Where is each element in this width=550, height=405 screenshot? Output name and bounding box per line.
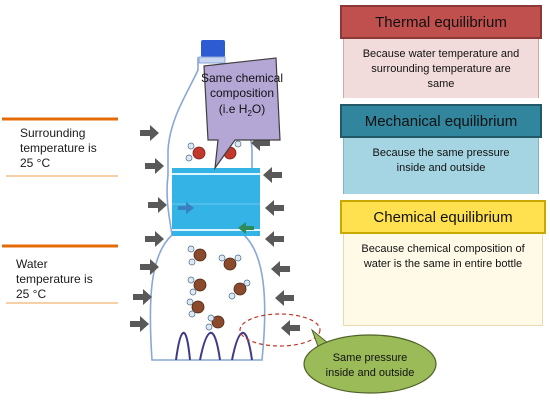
arrow-right <box>133 289 152 305</box>
composition-line-3: (i.e H2O) <box>219 102 265 118</box>
bottle-feet <box>175 332 253 361</box>
pressure-callout-line-2: inside and outside <box>326 367 415 379</box>
pressure-callout-line-1: Same pressure <box>333 352 408 364</box>
water-molecule <box>228 279 251 300</box>
bottle-cap <box>201 40 225 57</box>
surrounding-line-2: temperature is <box>20 141 97 155</box>
water-line-1: Water <box>16 257 48 271</box>
composition-line-1: Same chemical <box>201 71 283 85</box>
composition-line-3-suffix: O) <box>252 102 265 116</box>
surrounding-line-1: Surrounding <box>20 126 86 140</box>
left-pressure-arrows <box>130 125 167 332</box>
water-molecule <box>187 276 207 296</box>
chemical-title-text: Chemical equilibrium <box>373 208 513 226</box>
arrow-left <box>263 167 282 183</box>
thermal-equilibrium-title: Thermal equilibrium <box>340 5 542 39</box>
chemical-body-line-2: water is the same in entire bottle <box>363 258 523 270</box>
chemical-equilibrium-title: Chemical equilibrium <box>340 200 546 234</box>
arrow-right <box>140 125 159 141</box>
arrow-left <box>275 290 294 306</box>
mechanical-title-text: Mechanical equilibrium <box>364 112 518 130</box>
composition-callout-shape <box>203 57 281 171</box>
water-temperature-label: Water temperature is 25 °C <box>16 257 93 302</box>
water-line-2: temperature is <box>16 272 93 286</box>
arrow-right <box>148 197 167 213</box>
water-line-3: 25 °C <box>16 287 47 301</box>
mechanical-equilibrium-body: Because the same pressure inside and out… <box>343 138 539 194</box>
pressure-callout-shape <box>303 334 437 394</box>
inner-pressure-arrows <box>178 202 254 234</box>
arrow-inner-right <box>238 222 254 234</box>
thermal-body-line-2: surrounding temperature are <box>371 63 511 75</box>
thermal-equilibrium-body: Because water temperature and surroundin… <box>343 39 539 98</box>
thermal-body-line-3: same <box>427 78 455 90</box>
arrow-right <box>130 316 149 332</box>
right-pressure-arrows <box>251 135 300 336</box>
arrow-right <box>140 259 159 275</box>
arrow-right <box>145 231 164 247</box>
water-molecule <box>187 245 207 266</box>
composition-line-3-prefix: (i.e H <box>219 102 248 116</box>
water-molecule <box>185 142 206 162</box>
bottle-neck <box>198 56 226 64</box>
water-molecule <box>205 314 225 331</box>
arrow-right <box>145 158 164 174</box>
water-molecule <box>186 298 205 318</box>
surrounding-temperature-label: Surrounding temperature is 25 °C <box>20 126 97 171</box>
bottle-outline <box>149 57 266 361</box>
mechanical-body-line-2: inside and outside <box>396 162 486 174</box>
composition-line-3-sub: 2 <box>247 109 252 118</box>
arrow-left <box>265 231 284 247</box>
thermal-body-line-1: Because water temperature and <box>362 48 520 60</box>
arrow-left <box>265 200 284 216</box>
chemical-body-line-1: Because chemical composition of <box>361 243 525 255</box>
composition-line-2: composition <box>210 86 274 100</box>
arrow-inner-left <box>178 202 194 214</box>
pressure-highlight-ellipse <box>239 313 321 347</box>
water-molecule <box>218 254 242 271</box>
mechanical-equilibrium-title: Mechanical equilibrium <box>340 104 542 138</box>
thermal-title-text: Thermal equilibrium <box>375 13 507 31</box>
chemical-equilibrium-body: Because chemical composition of water is… <box>343 234 543 326</box>
arrow-left <box>271 261 290 277</box>
water-band <box>172 168 260 236</box>
surrounding-line-3: 25 °C <box>20 156 51 170</box>
arrow-left <box>281 320 300 336</box>
mechanical-body-line-1: Because the same pressure <box>372 147 510 159</box>
